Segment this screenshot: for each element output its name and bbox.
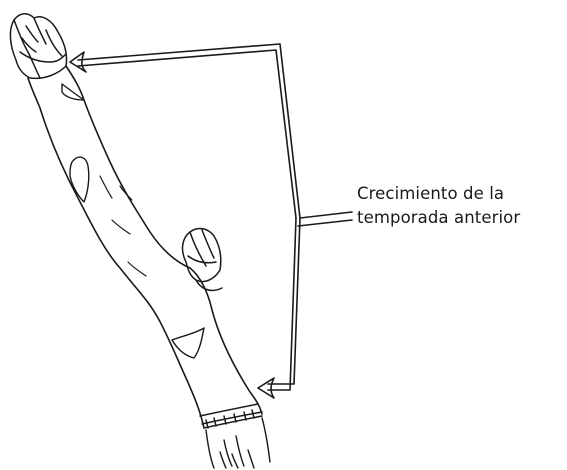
growth-label: Crecimiento de la temporada anterior bbox=[357, 182, 567, 230]
bud-scale-scar-ring bbox=[199, 403, 263, 429]
lateral-leaf-scar-lower bbox=[171, 327, 205, 359]
older-wood bbox=[205, 417, 271, 469]
growth-label-line-1: Crecimiento de la bbox=[357, 184, 505, 203]
arrow-upper bbox=[69, 51, 87, 73]
twig-left-edge bbox=[27, 77, 205, 429]
bracket bbox=[77, 43, 353, 391]
twig-right-edge bbox=[65, 65, 263, 415]
arrow-lower bbox=[257, 377, 275, 399]
lateral-bud bbox=[181, 227, 223, 292]
stem-marks bbox=[99, 175, 147, 277]
terminal-bud bbox=[9, 13, 68, 80]
lateral-leaf-scar-upper bbox=[69, 156, 90, 203]
growth-label-line-2: temporada anterior bbox=[357, 208, 521, 227]
upper-leaf-scar bbox=[61, 83, 85, 101]
